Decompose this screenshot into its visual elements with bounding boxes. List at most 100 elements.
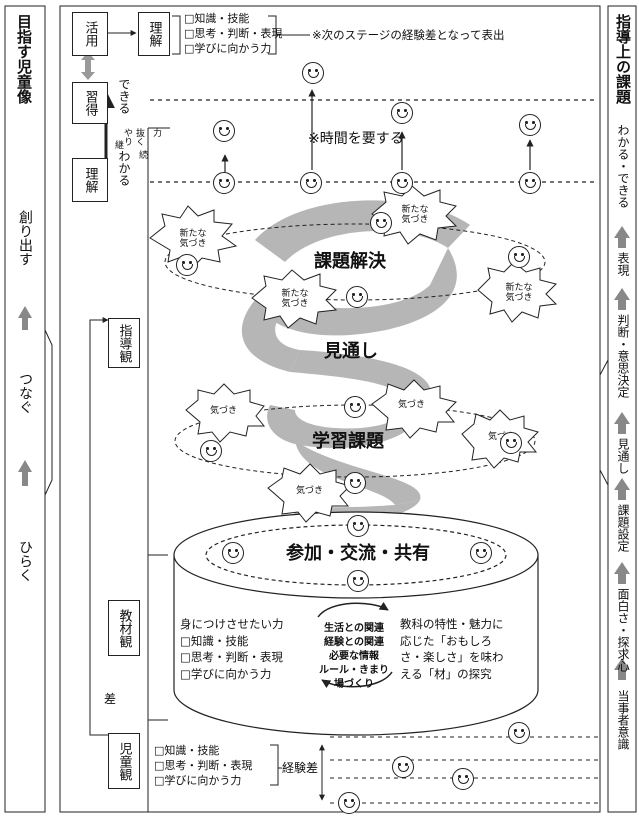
smiley-face-icon [391,102,413,124]
sanka-label: 参加・交流・共有 [286,543,430,564]
bottom-item: □知識・技能 [154,744,220,757]
right-up-arrow-icon [614,226,630,680]
skill-chikara: 力 [151,128,161,137]
smiley-face-icon [500,432,522,454]
wakaru-label: わかる [117,150,131,186]
cylinder-center-text: 生活との関連 経験との関連 必要な情報 ルール・きまり 場づくり [318,622,390,692]
time-note: ※時間を要する [308,131,404,147]
smiley-face-icon [338,792,360,814]
center-line: 必要な情報 [329,651,379,662]
smiley-face-icon [391,172,413,194]
right-item: 当事者意識 [616,690,630,750]
center-line: 経験との関連 [324,637,384,648]
kadai-kaiketsu-label: 課題解決 [314,251,386,272]
smiley-face-icon [519,172,541,194]
smiley-face-icon [213,120,235,142]
sa-label: 差 [104,692,117,706]
smiley-face-icon [344,472,366,494]
mitooshi-label: 見通し [324,341,378,362]
smiley-face-icon [392,756,414,778]
rikai-low-box: 理解 [72,158,108,202]
experience-gap-bracket [270,744,325,801]
shidokan-box: 指導観 [108,318,140,368]
top-bullet: □知識・技能 [184,12,250,25]
smiley-face-icon [176,254,198,276]
dekiru-label: できる [117,78,131,114]
center-line: ルール・きまり [319,665,389,676]
skill-nuku: 抜く [134,128,144,146]
cylinder-left-item: □学びに向かう力 [180,667,272,682]
jidokan-box: 児童観 [108,733,140,789]
right-line: さ・楽しさ」を味わ [400,650,504,665]
awareness-label: 気づき [398,400,426,410]
right-item: 見通し [616,438,630,474]
smiley-face-icon [370,212,392,234]
starbursts [149,185,558,523]
right-item: 面白さ・探求心 [616,588,630,672]
smiley-face-icon [508,246,530,268]
smiley-face-icon [508,722,530,744]
smiley-face-icon [302,62,324,84]
smiley-face-icon [200,440,222,462]
top-note: ※次のステージの経験差となって表出 [312,28,505,42]
side-brackets [89,127,170,812]
gakushu-kadai-label: 学習課題 [312,431,384,452]
main-frame [59,5,601,813]
skill-zoku: 続 [137,150,147,159]
double-arrow-icon [81,52,95,80]
center-line: 場づくり [334,679,374,690]
rikai-top-box: 理解 [138,12,170,56]
smiley-face-icon [519,114,541,136]
right-item: 判断・意思決定 [616,314,630,398]
cylinder-left-text: 身につけさせたい力 □知識・技能 □思考・判断・表現 □学びに向かう力 [180,616,284,683]
new-awareness-label: 新たな気づき [281,289,309,309]
awareness-label: 気づき [296,486,324,496]
cylinder [173,511,539,736]
bottom-items: □知識・技能 □思考・判断・表現 □学びに向かう力 [154,744,252,789]
smiley-face-icon [344,396,366,418]
cylinder-right-text: 教科の特性・魅力に 応じた「おもしろ さ・楽しさ」を味わ える「材」の探究 [400,616,504,683]
right-item: わかる・できる [616,124,630,208]
cylinder-left-item: □知識・技能 [180,633,249,648]
smiley-face-icon [222,542,244,564]
katsuyo-box: 活用 [72,12,108,56]
right-line: 教科の特性・魅力に [400,617,504,631]
new-awareness-label: 新たな気づき [505,283,533,303]
skill-kei: 継 [113,140,123,149]
new-awareness-label: 新たな気づき [179,229,207,249]
keikensa-label: 経験差 [282,761,319,775]
new-awareness-label: 新たな気づき [401,205,429,225]
right-line: 応じた「おもしろ [400,633,492,648]
smiley-face-icon [470,542,492,564]
skill-yari: やり [122,128,132,146]
smiley-face-icon [346,286,368,308]
bottom-item: □学びに向かう力 [154,773,242,787]
smiley-face-icon [347,570,369,592]
bottom-item: □思考・判断・表現 [154,758,253,772]
top-bullets: □知識・技能 □思考・判断・表現 □学びに向かう力 [184,12,282,57]
top-bullet: □思考・判断・表現 [184,26,283,40]
center-line: 生活との関連 [324,623,384,634]
right-line: える「材」の探究 [400,667,492,682]
cycle-arrows-icon [317,601,393,689]
growth-arrows [221,89,534,172]
left-title: 目指す児童像 [15,14,33,104]
kyozaikan-box: 教材観 [108,600,140,656]
smiley-face-icon [300,172,322,194]
smiley-face-icon [347,515,369,537]
cylinder-left-title: 身につけさせたい力 [180,617,284,631]
left-connect: つなぐ [17,372,33,414]
up-arrow-icon [18,306,32,486]
right-item: 課題設定 [616,504,630,552]
left-open: ひらく [17,540,33,582]
top-bullet: □学びに向かう力 [184,41,272,55]
shutoku-box: 習得 [72,82,108,124]
awareness-label: 気づき [210,406,238,416]
cylinder-left-item: □思考・判断・表現 [180,650,283,665]
smiley-face-icon [452,768,474,790]
left-create: 創り出す [17,210,33,266]
right-item: 表現 [616,252,630,276]
smiley-face-icon [213,172,235,194]
right-title: 指導上の課題 [614,14,632,104]
